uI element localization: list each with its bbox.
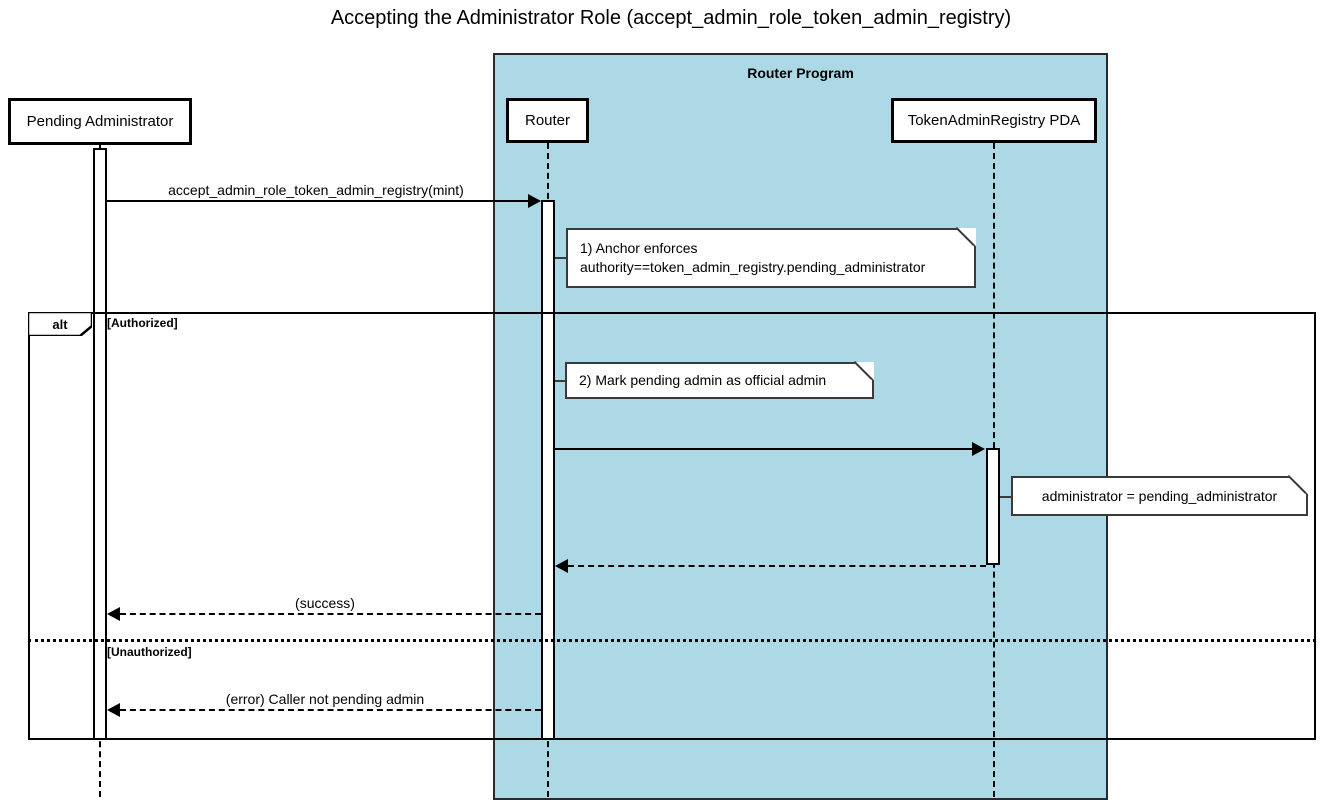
message-line-mark-admin (555, 448, 973, 450)
fragment-divider (28, 639, 1316, 642)
page-title: Accepting the Administrator Role (accept… (330, 7, 1012, 29)
fragment-operator-label: alt (52, 317, 68, 332)
group-box-router-program: Router Program (493, 53, 1108, 800)
participant-pending-administrator[interactable]: Pending Administrator (8, 98, 192, 145)
message-line-success (120, 613, 541, 615)
note-anchor-enforces: 1) Anchor enforces authority==token_admi… (566, 228, 976, 288)
message-arrowhead-success (107, 607, 120, 621)
message-label-accept-admin-role: accept_admin_role_token_admin_registry(m… (168, 182, 464, 198)
note-fold-icon (958, 228, 976, 246)
message-arrowhead-accept-admin-role (528, 194, 541, 208)
message-label-success: (success) (295, 595, 355, 611)
message-line-registry-return (568, 565, 986, 567)
message-arrowhead-registry-return (555, 559, 568, 573)
participant-label-token-admin-registry-pda: TokenAdminRegistry PDA (907, 112, 1081, 129)
message-arrowhead-error (107, 703, 120, 717)
note-fold-icon (1290, 476, 1308, 494)
message-label-error: (error) Caller not pending admin (225, 691, 425, 707)
message-line-accept-admin-role (107, 200, 528, 202)
note-mark-admin: 2) Mark pending admin as official admin (565, 362, 874, 399)
fragment-guard-unauthorized: [Unauthorized] (107, 645, 192, 659)
note-text-mark-admin: 2) Mark pending admin as official admin (579, 372, 827, 388)
message-arrowhead-mark-admin (972, 442, 985, 456)
note-administrator-assign: administrator = pending_administrator (1011, 476, 1308, 516)
participant-label-router: Router (524, 112, 571, 129)
activation-bar-token-admin-registry-pda (986, 448, 1000, 565)
note-text-administrator-assign: administrator = pending_administrator (1041, 487, 1278, 504)
combined-fragment-alt (28, 312, 1316, 740)
participant-label-pending-administrator: Pending Administrator (26, 113, 174, 130)
participant-token-admin-registry-pda[interactable]: TokenAdminRegistry PDA (891, 98, 1097, 143)
fragment-guard-authorized: [Authorized] (107, 316, 178, 330)
group-label-router-program: Router Program (747, 65, 854, 81)
note-fold-icon (856, 362, 874, 380)
note-connector-anchor-enforces (555, 257, 567, 259)
note-text-anchor-enforces: 1) Anchor enforces authority==token_admi… (580, 240, 926, 275)
message-line-error (120, 709, 541, 711)
note-connector-administrator-assign (1000, 496, 1012, 498)
note-connector-mark-admin (555, 380, 566, 382)
fragment-tab-shape-icon (28, 312, 92, 336)
fragment-operator-tab (28, 312, 92, 336)
participant-router[interactable]: Router (506, 98, 589, 143)
